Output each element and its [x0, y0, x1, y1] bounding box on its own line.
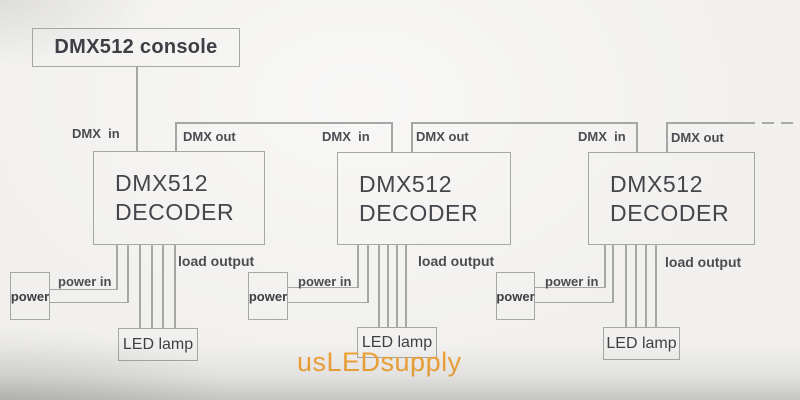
power-wire-riser-2b [367, 245, 369, 303]
power-wire-riser-1a [116, 245, 118, 290]
load-wire-2a [378, 245, 380, 327]
dmx-bus-continuation-dashed-wire [743, 121, 800, 124]
dmx512-console-label: DMX512 console [54, 36, 218, 58]
power-in-label-3: power in [545, 274, 599, 289]
power-supply-box-2: power [248, 272, 288, 320]
decoder-title-line1: DMX512 [359, 170, 453, 197]
decoder-title-line2: DECODER [610, 199, 730, 226]
load-output-label-2: load output [418, 253, 495, 269]
load-wire-1a [139, 245, 141, 328]
decoder-title-line2: DECODER [115, 199, 235, 225]
usledsupply-watermark: usLEDsupply [297, 347, 462, 377]
decoder-box-1: DMX512 DECODER [93, 151, 265, 245]
load-wire-1c [162, 245, 164, 328]
power-supply-box-3: power [496, 272, 535, 320]
load-wire-3b [635, 245, 637, 327]
power-supply-box-1: power [10, 272, 50, 320]
decoder-title-line1: DMX512 [610, 170, 704, 197]
load-wire-1b [151, 245, 153, 328]
dmx-out-label-2: DMX out [416, 129, 469, 144]
dmx-bus-wire-2 [411, 122, 637, 124]
power-wire-run-3a [535, 286, 605, 289]
power-wire-riser-3a [604, 245, 606, 288]
power-supply-label-3: power [496, 288, 535, 304]
dmx-in-drop-3 [636, 122, 638, 153]
power-supply-label-1: power [10, 288, 50, 304]
dmx-out-label-1: DMX out [183, 129, 236, 144]
power-wire-riser-1b [127, 245, 129, 303]
dmx-out-label-3: DMX out [671, 130, 724, 145]
dmx-in-drop-2 [391, 122, 393, 153]
led-lamp-box-2: LED lamp [357, 327, 437, 358]
led-lamp-box-1: LED lamp [118, 328, 198, 361]
power-in-label-2: power in [298, 274, 352, 289]
led-lamp-label-2: LED lamp [361, 333, 433, 351]
power-wire-run-2a [288, 286, 358, 289]
led-lamp-label-3: LED lamp [606, 334, 677, 352]
load-wire-1d [174, 245, 176, 328]
decoder-title-line2: DECODER [359, 199, 479, 226]
load-wire-2b [387, 245, 389, 327]
load-wire-3c [645, 245, 647, 327]
dmx-in-label-3: DMX in [578, 129, 626, 144]
console-dmx-wire [136, 67, 138, 151]
load-wire-3a [625, 245, 627, 327]
power-wire-run-1a [50, 288, 117, 291]
dmx-out-riser-1 [175, 122, 177, 152]
power-wire-run-2b [288, 301, 368, 304]
dmx-out-riser-3 [666, 122, 668, 153]
decoder-box-3: DMX512 DECODER [588, 152, 755, 245]
dmx-in-label-1: DMX in [72, 126, 120, 141]
load-output-label-1: load output [178, 253, 255, 269]
dmx-bus-wire-3 [666, 122, 743, 124]
power-wire-riser-3b [612, 245, 614, 303]
dmx512-console-box: DMX512 console [32, 28, 240, 67]
led-lamp-box-3: LED lamp [603, 327, 680, 360]
load-wire-2d [405, 245, 407, 327]
power-in-label-1: power in [58, 274, 112, 289]
dmx-bus-wire-1 [175, 122, 392, 124]
decoder-box-2: DMX512 DECODER [337, 152, 511, 245]
dmx-in-label-2: DMX in [322, 129, 370, 144]
power-supply-label-2: power [248, 288, 288, 304]
led-lamp-label-1: LED lamp [122, 335, 194, 353]
power-wire-riser-2a [357, 245, 359, 288]
power-wire-run-3b [535, 301, 613, 304]
power-wire-run-1b [50, 301, 128, 304]
dmx-out-riser-2 [411, 122, 413, 153]
decoder-title-line1: DMX512 [115, 170, 209, 196]
load-wire-3d [655, 245, 657, 327]
load-wire-2c [396, 245, 398, 327]
load-output-label-3: load output [665, 254, 742, 270]
